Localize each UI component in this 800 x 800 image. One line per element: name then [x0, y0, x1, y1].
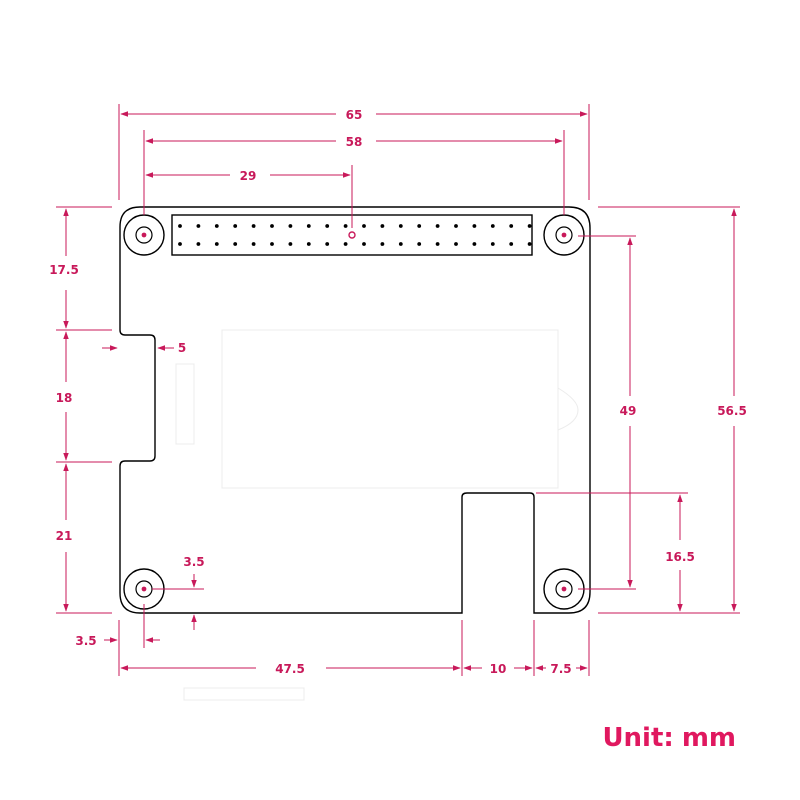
gpio-pin [472, 224, 477, 228]
gpio-pin [472, 242, 477, 246]
dim-label-height-total: 56.5 [717, 404, 747, 418]
gpio-pin [306, 224, 311, 228]
gpio-pin [214, 224, 219, 228]
gpio-pin [178, 242, 182, 246]
gpio-pin [306, 242, 311, 246]
gpio-pin [398, 224, 403, 228]
dim-label-notch-depth: 5 [178, 341, 186, 355]
gpio-pin [251, 224, 256, 228]
gpio-pin [398, 242, 403, 246]
gpio-pin [509, 224, 514, 228]
gpio-pin [196, 242, 201, 246]
gpio-pin [362, 224, 366, 228]
dimension-labels: 65 58 29 17.5 18 21 5 49 56.5 16.5 3.5 3… [49, 108, 747, 676]
dim-label-hole-offset-x: 3.5 [75, 634, 96, 648]
gpio-pin [251, 242, 256, 246]
unit-prefix: Unit: [602, 723, 673, 753]
gpio-pin [288, 242, 293, 246]
gpio-pin [490, 224, 495, 228]
gpio-pin [233, 242, 238, 246]
component-ghosts [175, 329, 579, 701]
gpio-pin [214, 242, 219, 246]
dim-label-hole-span-x: 58 [346, 135, 363, 149]
dimension-lines [56, 104, 740, 676]
dim-label-cutout-right: 7.5 [550, 662, 571, 676]
dim-label-notch-top: 17.5 [49, 263, 79, 277]
gpio-pin [362, 242, 366, 246]
gpio-pin [435, 224, 440, 228]
gpio-pin [490, 242, 495, 246]
dim-label-notch-height: 18 [56, 391, 73, 405]
gpio-pin [380, 242, 385, 246]
board-outline [119, 206, 591, 614]
component-ghost-bottom [183, 687, 305, 701]
unit-label: Unit: mm [602, 723, 736, 753]
gpio-pin [527, 242, 532, 246]
gpio-pin [417, 224, 422, 228]
component-ghost-tab [557, 387, 579, 431]
gpio-pin [454, 242, 458, 246]
gpio-pin [325, 224, 330, 228]
dim-label-cutout-left: 47.5 [275, 662, 305, 676]
gpio-pin [509, 242, 514, 246]
gpio-pin [325, 242, 330, 246]
component-ghost-display [221, 329, 559, 489]
dim-label-notch-bottom: 21 [56, 529, 73, 543]
header-center-marker [348, 231, 356, 239]
gpio-pin [343, 224, 348, 228]
gpio-pin [233, 224, 238, 228]
dim-label-overall-width: 65 [346, 108, 363, 122]
gpio-pin [380, 224, 385, 228]
gpio-pin [270, 224, 274, 228]
unit-caption: Unit: mm [602, 723, 736, 753]
extension-lines [56, 104, 740, 676]
gpio-pin [454, 224, 458, 228]
dim-label-cutout-width: 10 [490, 662, 507, 676]
gpio-pin [270, 242, 274, 246]
gpio-pin [343, 242, 348, 246]
gpio-pin [435, 242, 440, 246]
dim-label-cutout-height: 16.5 [665, 550, 695, 564]
mounting-hole-top-right [543, 214, 585, 256]
gpio-pin [527, 224, 532, 228]
mounting-holes [123, 214, 585, 610]
gpio-pin [288, 224, 293, 228]
dim-label-hole-offset-y: 3.5 [183, 555, 204, 569]
dim-label-hole-span-y: 49 [620, 404, 637, 418]
dim-label-header-center-x: 29 [240, 169, 257, 183]
mounting-hole-top-left [123, 214, 165, 256]
component-ghost-connector [175, 363, 195, 445]
gpio-pins [178, 224, 532, 246]
gpio-pin [196, 224, 201, 228]
unit-value: mm [682, 723, 736, 753]
gpio-pin [417, 242, 422, 246]
gpio-pin [178, 224, 182, 228]
